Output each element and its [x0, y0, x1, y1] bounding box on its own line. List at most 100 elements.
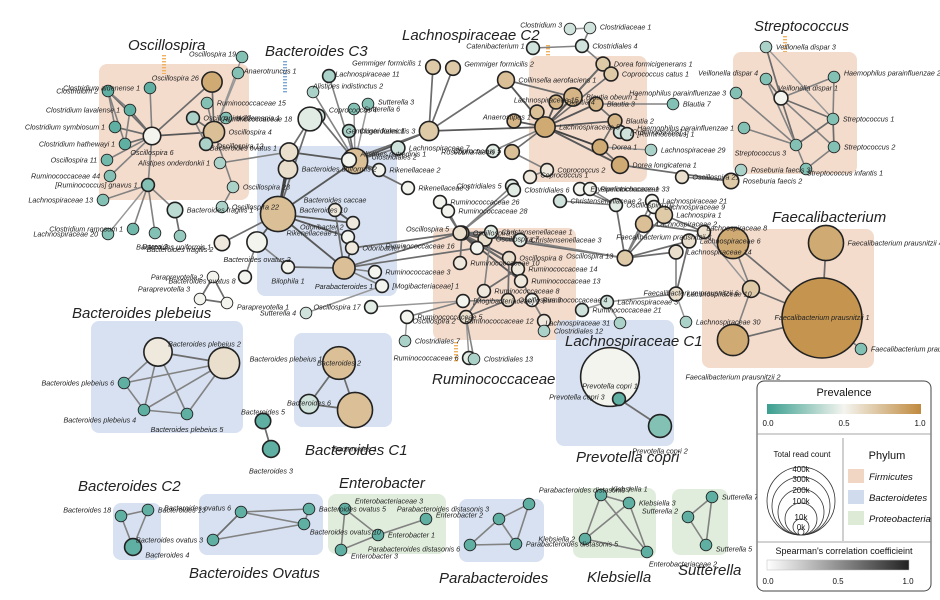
node-clos_ram1 — [126, 222, 140, 236]
node-mogib2 — [455, 293, 471, 309]
node-bact1 — [336, 391, 374, 429]
node-label-bact5: Bacteroides 5 — [241, 408, 286, 417]
node-veil_dis3 — [759, 40, 773, 54]
node-parab1 — [332, 256, 356, 280]
edge-clos_ram1-rumin1 — [132, 184, 149, 230]
node-label-rike3: Rikenellaceae 3 — [418, 184, 469, 193]
node-label-odor2: Odoribacter 2 — [300, 223, 344, 232]
node-label-bple6: Bacteroides plebeius 6 — [41, 379, 114, 388]
node-label-rumino3: Ruminococcaceae 3 — [385, 268, 450, 277]
node-bple4 — [137, 403, 151, 417]
node-ent3 — [334, 543, 348, 557]
edge-osc2-osc3 — [465, 299, 509, 318]
node-label-dorea1: Dorea 1 — [612, 143, 638, 152]
node-label-clos_alt: Clostridium 3 — [520, 21, 562, 30]
node-label-lachno10: Lachnospiraceae 10 — [687, 290, 752, 299]
node-christ2 — [552, 193, 568, 209]
node-lachno2 — [634, 214, 654, 234]
node-ent1 — [371, 528, 385, 542]
node-label-lachno9: Lachnospiraceae 9 — [664, 203, 725, 212]
cluster-box-parabacteroides — [459, 499, 544, 562]
cluster-label-lachno-c2: Lachnospiraceae C2 — [402, 27, 540, 44]
node-label-rumino33: Ruminococcaceae 33 — [600, 185, 669, 194]
node-anaero1 — [231, 66, 245, 80]
edge-osc26-osc6 — [151, 81, 213, 137]
prevalence-title: Prevalence — [816, 387, 871, 399]
node-strep_inf1 — [799, 162, 813, 176]
edge-alis_ind1-clos2b — [312, 91, 356, 162]
node-rike3 — [400, 180, 416, 196]
node-copro1 — [522, 169, 538, 185]
node-label-lachno31: Lachnospiraceae 31 — [545, 319, 610, 328]
node-label-sutt5: Sutterella 5 — [716, 545, 753, 554]
node-blautia2 — [607, 113, 623, 129]
node-label-lachno14: Lachnospiraceae 14 — [687, 248, 752, 257]
node-label-pdis5: Parabacteroides distasonis 5 — [526, 540, 619, 549]
node-sutt2 — [681, 510, 695, 524]
node-label-bple5: Bacteroides plebeius 5 — [151, 425, 225, 434]
legend-frame — [756, 380, 932, 592]
edge-catena1-clost4 — [532, 45, 583, 49]
node-label-copro4: Coprococcus 4 — [329, 106, 377, 115]
node-kleb1 — [594, 488, 608, 502]
node-clost4 — [574, 38, 590, 54]
node-label-blautia4: Blautia 4 — [567, 98, 595, 107]
node-alis_ind1 — [306, 85, 320, 99]
node-sutt4 — [299, 306, 313, 320]
edge-gemm3-collin1 — [428, 79, 507, 132]
cluster-label-sutterella: Sutterella — [678, 562, 741, 579]
node-label-bact2: Bacteroides 2 — [317, 358, 361, 367]
node-rumino26 — [432, 194, 448, 210]
node-rumin1 — [140, 177, 156, 193]
node-rumino10 — [452, 255, 468, 271]
correlation-title: Spearman's correlation coefficieint — [775, 546, 913, 556]
node-bact5 — [254, 412, 272, 430]
node-bfrag1 — [166, 201, 184, 219]
node-label-bact13: Bacteroides 13 — [158, 506, 206, 515]
edge-roseb_fae2-dorea_long1 — [619, 164, 732, 182]
node-osc20 — [185, 110, 201, 126]
node-label-roseb_fae2: Roseburia faecis 2 — [743, 177, 803, 186]
cluster-box-enterobacter — [328, 494, 446, 554]
node-label-osc7: Oscillospira 7 — [496, 235, 540, 244]
node-label-alis_ond1: Alistipes onderdonkii 1 — [137, 159, 210, 168]
phylum-label-firmicutes: Firmicutes — [869, 472, 913, 483]
read-count-tick-300k: 300k — [792, 475, 810, 484]
node-layer — [96, 21, 868, 559]
node-pcop2 — [647, 413, 673, 439]
node-label-haem_par1: Haemophilus parainfluenzae 1 — [637, 124, 734, 133]
node-label-rumino13: Ruminococcaceae 13 — [531, 277, 600, 286]
edge-veil_dis1-strep3 — [780, 97, 797, 146]
cluster-label-streptococcus: Streptococcus — [754, 18, 850, 35]
node-label-pcop1: Prevotella copri 1 — [582, 381, 638, 390]
node-strep2 — [827, 140, 841, 154]
prevalence-tick-1: 0.5 — [838, 419, 850, 428]
edge-haem_par2-veil_dis1 — [780, 76, 835, 99]
node-bact4 — [123, 537, 143, 557]
node-bact3 — [261, 439, 281, 459]
node-sutt5 — [699, 538, 713, 552]
node-label-clos2b: Clostridiales 2 — [372, 153, 417, 162]
node-osc3 — [500, 292, 516, 308]
node-lachno15 — [529, 104, 545, 120]
node-label-bfrag2: Bacteroides fragilis 2 — [147, 245, 214, 254]
node-rumino33 — [582, 181, 598, 197]
node-label-osc9: Oscillospira 9 — [473, 229, 516, 238]
edge-pdis6-pdis5 — [469, 543, 517, 546]
node-label-osc22: Oscillospira 22 — [232, 203, 279, 212]
cluster-label-klebsiella: Klebsiella — [587, 569, 651, 586]
node-label-osc6: Oscillospira 6 — [130, 148, 173, 157]
edge-mogib2-osc3 — [462, 299, 509, 302]
edge-christ2-osc10 — [559, 200, 617, 206]
node-rumino5 — [399, 309, 415, 325]
node-label-rumin_rumin: [Ruminococcus] 1 — [629, 128, 687, 137]
node-bfrag2 — [173, 229, 187, 243]
node-label-bovat6: Bacteroides ovatus 6 — [164, 504, 231, 513]
node-label-parab1: Parabacteroides 1 — [315, 282, 373, 291]
node-label-osc17: Oscillospira 17 — [313, 303, 361, 312]
node-label-parap3: Paraprevotella 3 — [138, 285, 190, 294]
node-rumino13 — [513, 273, 529, 289]
edge-clostr6-osc5 — [459, 189, 515, 234]
